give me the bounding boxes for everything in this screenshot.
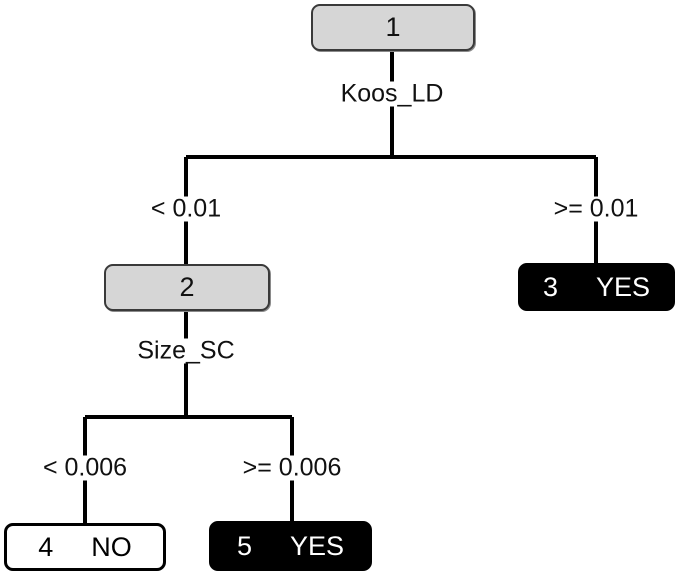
tree-node-5-id: 5 (236, 530, 252, 561)
tree-node-5[interactable]: 5 YES (209, 521, 372, 571)
edge-label-2-to-5: >= 0.006 (238, 455, 346, 481)
tree-node-3[interactable]: 3 YES (518, 263, 675, 311)
tree-node-2-content: 2 (179, 274, 194, 301)
tree-node-1-content: 1 (385, 14, 400, 41)
edge-label-1-to-3: >= 0.01 (549, 196, 643, 222)
edge-label-1-to-2: < 0.01 (146, 196, 226, 222)
tree-node-4-class: NO (91, 531, 132, 562)
split-variable-koos-ld: Koos_LD (335, 81, 449, 107)
tree-node-4-id: 4 (38, 531, 54, 562)
edge-label-2-to-4: < 0.006 (38, 455, 132, 481)
tree-node-1[interactable]: 1 (311, 4, 475, 51)
tree-node-1-id: 1 (385, 12, 401, 42)
split-variable-size-sc: Size_SC (132, 338, 240, 364)
tree-node-2[interactable]: 2 (104, 264, 270, 311)
tree-node-3-class: YES (596, 271, 651, 302)
tree-node-3-id: 3 (542, 271, 558, 302)
tree-node-4-content: 4 NO (38, 531, 132, 562)
tree-node-5-content: 5 YES (236, 530, 345, 561)
tree-node-3-content: 3 YES (542, 271, 651, 302)
tree-node-5-class: YES (290, 530, 345, 561)
tree-node-2-id: 2 (179, 272, 195, 302)
tree-node-4[interactable]: 4 NO (4, 523, 166, 571)
